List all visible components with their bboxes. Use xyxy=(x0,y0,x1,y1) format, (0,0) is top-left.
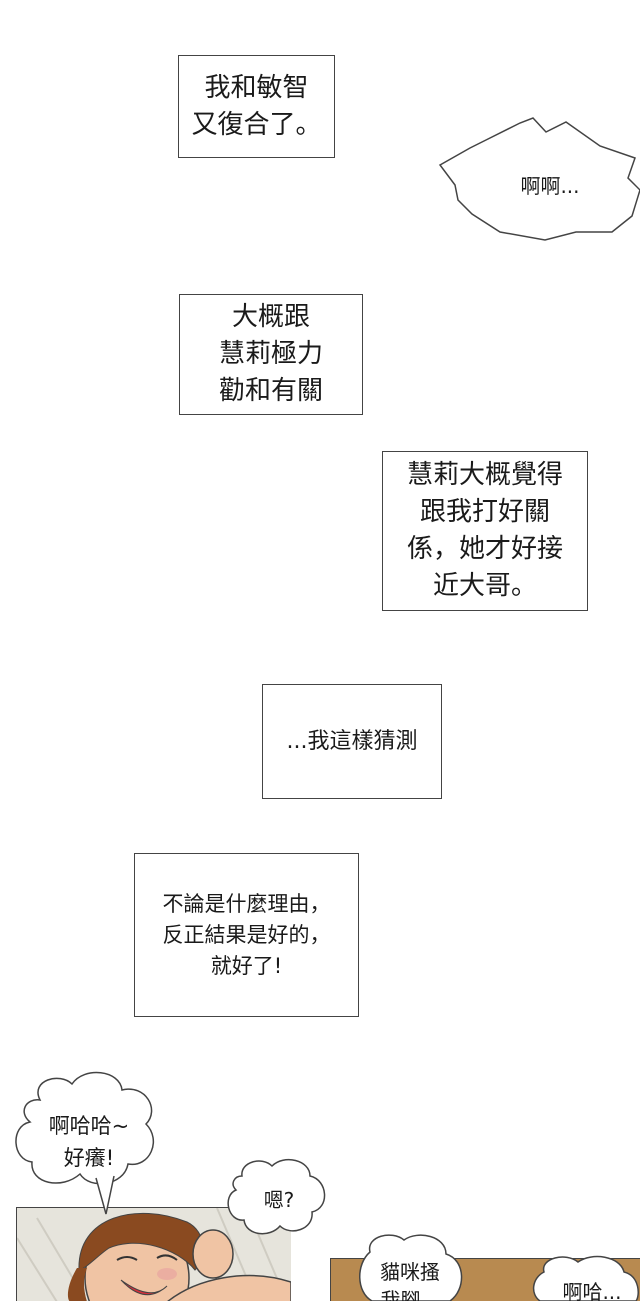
huh-bubble xyxy=(227,1158,326,1235)
laughing-woman-illustration xyxy=(17,1208,291,1301)
caption-text: 不論是什麼理由， 反正結果是好的， 就好了! xyxy=(162,891,331,978)
aha-bubble xyxy=(532,1255,639,1301)
shout-bubble xyxy=(438,117,640,241)
caption-text: 大概跟 慧莉極力 勸和有關 xyxy=(218,302,323,406)
aha-bubble-text: 啊哈... xyxy=(562,1280,622,1301)
caption-box-speculation: ...我這樣猜測 xyxy=(262,684,442,799)
laugh-bubble-text: 啊哈哈~ 好癢! xyxy=(48,1114,130,1170)
laugh-bubble xyxy=(15,1071,155,1215)
caption-text: 我和敏智 又復合了。 xyxy=(191,72,322,140)
caption-text: 慧莉大概覺得 跟我打好關 係，她才好接 近大哥。 xyxy=(406,460,563,601)
caption-box-reunited: 我和敏智 又復合了。 xyxy=(178,55,335,158)
caption-text: ...我這樣猜測 xyxy=(286,729,418,754)
cat-bubble xyxy=(359,1234,463,1301)
illustration-panel xyxy=(16,1207,291,1301)
cat-bubble-text: 貓咪搔 我腳... xyxy=(380,1260,440,1301)
huh-bubble-text: 嗯? xyxy=(263,1188,295,1212)
caption-box-result: 不論是什麼理由， 反正結果是好的， 就好了! xyxy=(134,853,359,1017)
shout-bubble-text: 啊啊... xyxy=(520,174,580,198)
caption-box-reason: 大概跟 慧莉極力 勸和有關 xyxy=(179,294,363,415)
caption-box-guess: 慧莉大概覺得 跟我打好關 係，她才好接 近大哥。 xyxy=(382,451,588,611)
